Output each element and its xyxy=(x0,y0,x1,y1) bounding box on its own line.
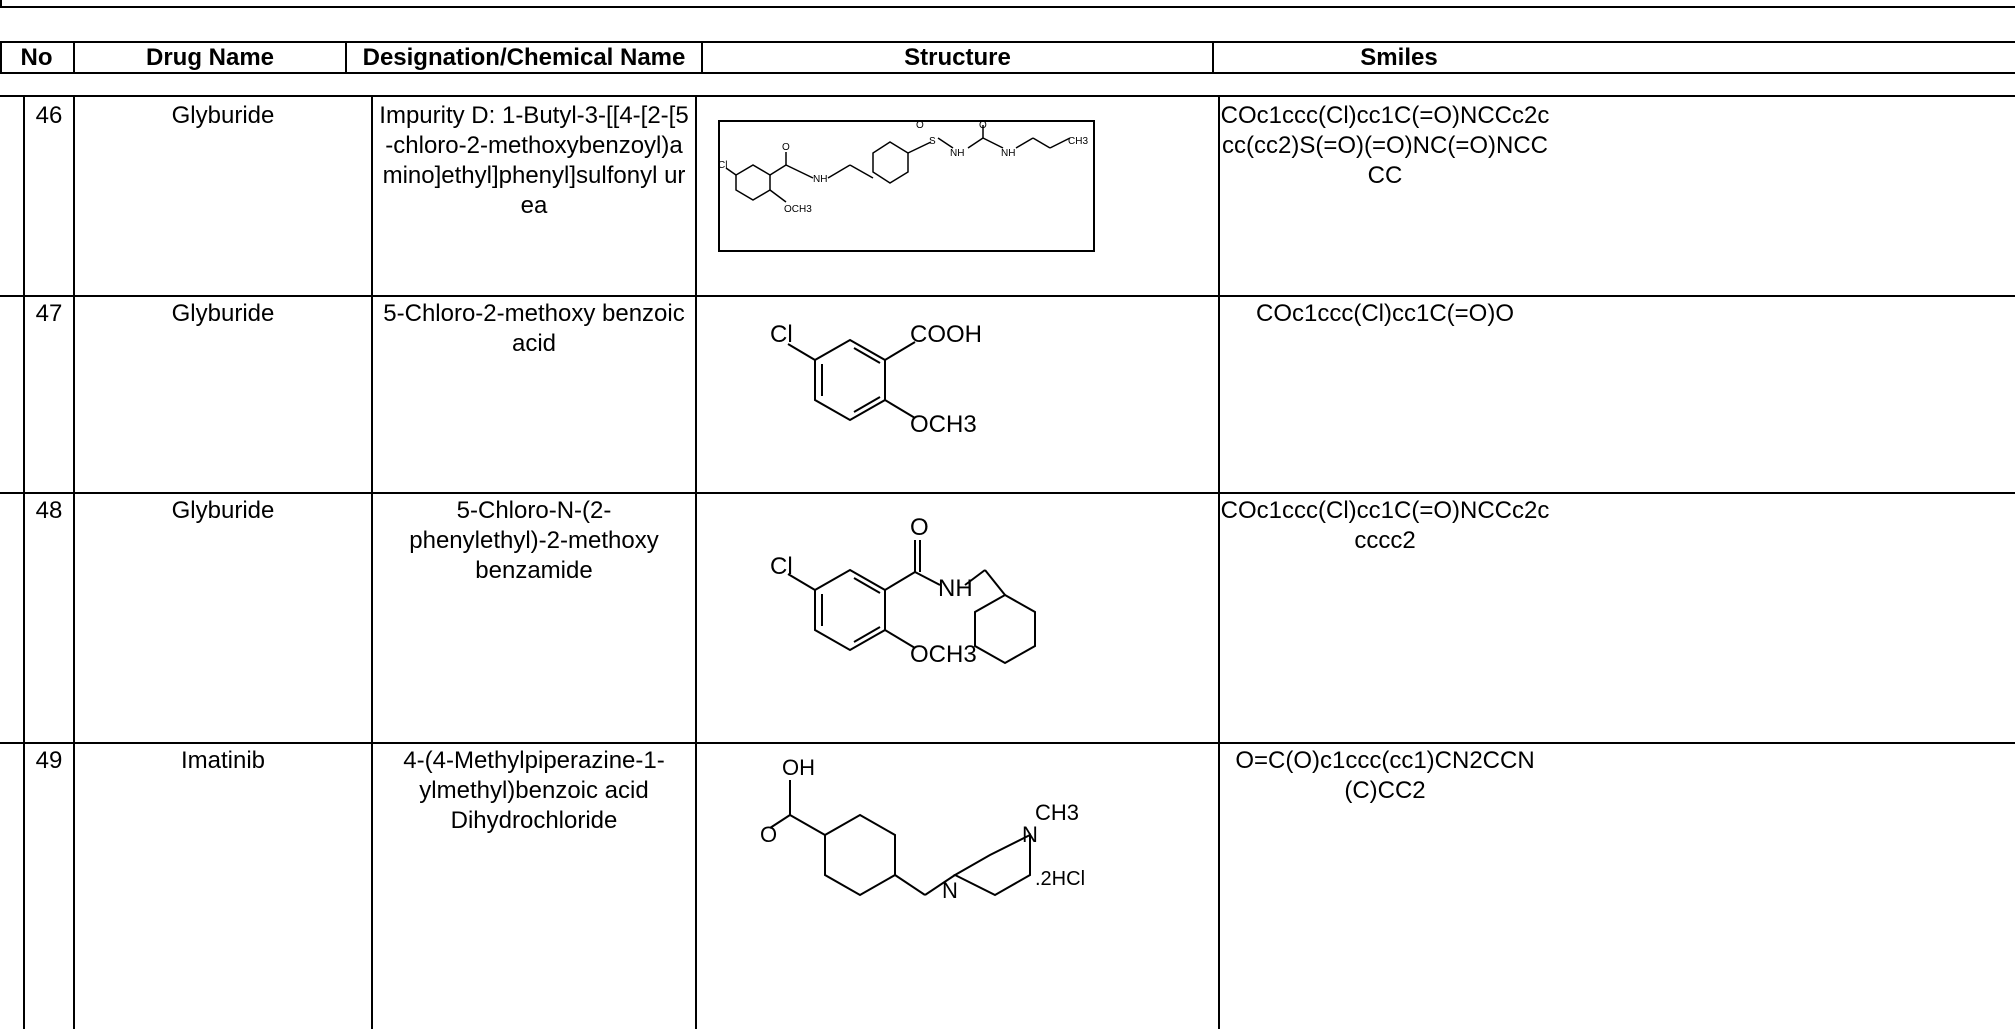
row-49-label-ch3: CH3 xyxy=(1035,800,1079,825)
row-49-label-o: O xyxy=(760,822,777,847)
row-47-drug-name: Glyburide xyxy=(171,300,275,327)
column-header-smiles: Smiles xyxy=(1360,44,1438,71)
row-48-label-och3: OCH3 xyxy=(910,641,977,668)
row-46-drug-name: Glyburide xyxy=(171,102,275,129)
header-col-sep-3 xyxy=(701,41,703,74)
row-48-structure: O Cl NH OCH3 xyxy=(770,514,1036,668)
body-col-sep-4 xyxy=(1218,95,1220,1029)
body-col-sep-3 xyxy=(695,95,697,1029)
body-left-edge xyxy=(23,95,25,1029)
row-46-label-och3: OCH3 xyxy=(784,204,812,215)
header-top-rule xyxy=(0,6,2015,8)
row-49-label-2hcl: .2HCl xyxy=(1035,868,1085,890)
row-49-smiles: O=C(O)c1ccc(cc1)CN2CCN(C)CC2 xyxy=(1235,747,1535,804)
row-47-label-och3: OCH3 xyxy=(910,411,977,438)
row-47-no: 47 xyxy=(35,300,63,327)
row-47-structure: Cl COOH OCH3 xyxy=(770,321,982,438)
row-48-label-nh: NH xyxy=(938,575,973,602)
row-48-label-o: O xyxy=(910,514,929,541)
row-46-smiles: COc1ccc(Cl)cc1C(=O)NCCc2ccc(cc2)S(=O)(=O… xyxy=(1220,102,1550,189)
header-col-sep-2 xyxy=(345,41,347,74)
body-col-sep-2 xyxy=(371,95,373,1029)
row-49-label-n2: N xyxy=(1022,822,1038,847)
row-46-no: 46 xyxy=(35,102,63,129)
row-rule-48-49 xyxy=(0,742,2015,744)
header-bottom-rule xyxy=(0,72,2015,74)
row-46-label-ch3: CH3 xyxy=(1068,136,1088,147)
row-47-label-cl: Cl xyxy=(770,321,793,348)
row-49-label-oh: OH xyxy=(782,755,815,780)
row-46-label-cl: Cl xyxy=(718,160,727,171)
body-col-sep-1 xyxy=(73,95,75,1029)
body-top-rule xyxy=(0,95,2015,97)
row-49-designation: 4-(4-Methylpiperazine-1-ylmethyl)benzoic… xyxy=(403,747,665,834)
row-49-no: 49 xyxy=(35,747,63,774)
row-46-label-nh3: NH xyxy=(813,174,827,185)
header-col-sep-0 xyxy=(0,41,2,74)
row-47-designation: 5-Chloro-2-methoxy benzoic acid xyxy=(383,300,685,357)
header-left-edge xyxy=(0,0,2,7)
row-46-designation: Impurity D: 1-Butyl-3-[[4-[2-[5-chloro-2… xyxy=(379,102,689,219)
row-rule-47-48 xyxy=(0,492,2015,494)
column-header-no: No xyxy=(20,44,53,71)
column-header-structure: Structure xyxy=(904,44,1011,71)
row-49-structure: OH O N CH3 N .2HCl xyxy=(760,755,1085,903)
row-48-smiles: COc1ccc(Cl)cc1C(=O)NCCc2ccccc2 xyxy=(1220,497,1550,554)
row-48-designation: 5-Chloro-N-(2-phenylethyl)-2-methoxy ben… xyxy=(409,497,659,584)
row-46-label-nh2: NH xyxy=(1001,148,1015,159)
row-47-label-cooh: COOH xyxy=(910,321,982,348)
row-46-label-o3: O xyxy=(979,120,987,131)
row-49-label-n1: N xyxy=(942,878,958,903)
header-col-sep-1 xyxy=(73,41,75,74)
row-46-label-nh1: NH xyxy=(950,148,964,159)
row-46-label-s: S xyxy=(929,136,936,147)
row-48-no: 48 xyxy=(35,497,63,524)
row-rule-46-47 xyxy=(0,295,2015,297)
row-46-label-o1: O xyxy=(782,142,790,153)
row-46-structure: O O O S NH NH CH3 NH Cl OCH3 xyxy=(718,120,1095,252)
header-col-sep-4 xyxy=(1212,41,1214,74)
row-46-label-o2: O xyxy=(916,120,924,131)
column-header-drug-name: Drug Name xyxy=(145,44,275,71)
header-mid-rule xyxy=(0,41,2015,43)
row-48-drug-name: Glyburide xyxy=(171,497,275,524)
row-49-drug-name: Imatinib xyxy=(180,747,266,774)
table-header-band: No Drug Name Designation/Chemical Name S… xyxy=(0,0,2015,74)
column-header-designation: Designation/Chemical Name xyxy=(362,44,686,71)
row-48-label-cl: Cl xyxy=(770,553,793,580)
row-47-smiles: COc1ccc(Cl)cc1C(=O)O xyxy=(1255,300,1514,327)
